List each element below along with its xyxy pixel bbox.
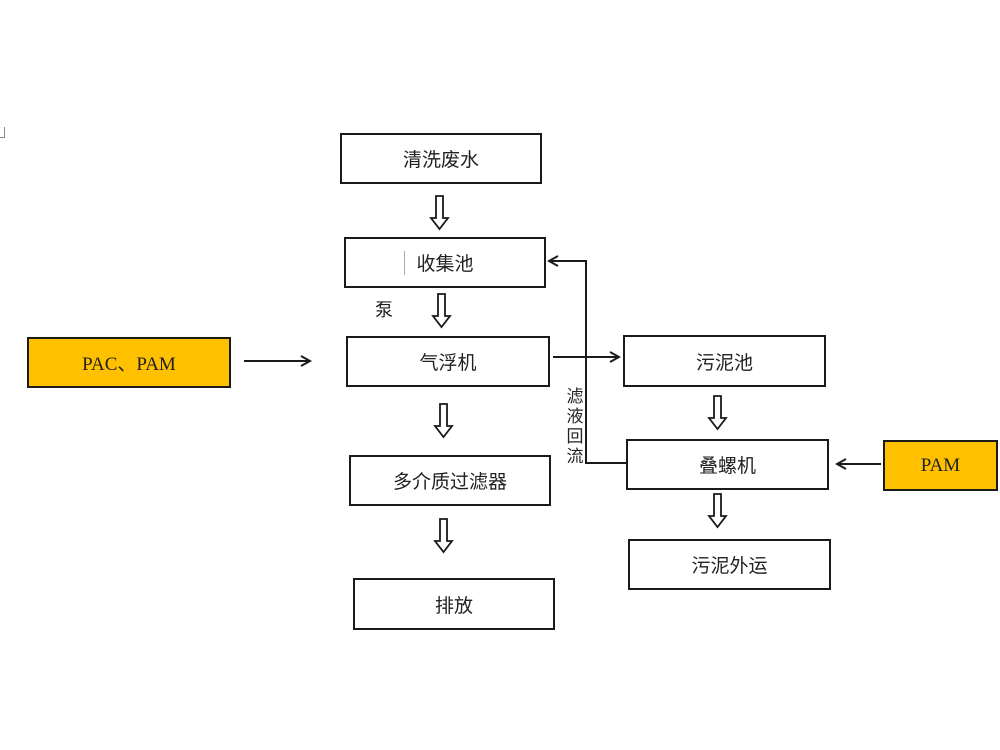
box-reagent-pac-pam: PAC、PAM [27,337,231,388]
box-sludge-tank-label: 污泥池 [695,351,753,374]
box-collection-tank-label: 收集池 [416,253,474,275]
box-sludge-tank: 污泥池 [623,335,826,387]
pump-label: 泵 [375,300,393,321]
corner-mark [0,127,5,138]
arrow-collection-to-flotation [431,293,452,329]
arrow-flotation-to-filter [433,403,454,439]
box-screw-press-label: 叠螺机 [698,455,756,477]
box-multimedia-filter-label: 多介质过滤器 [392,471,507,493]
box-wastewater: 清洗废水 [340,133,542,184]
box-sludge-transport-label: 污泥外运 [691,555,768,577]
box-collection-tank: 收集池 [344,237,546,288]
arrow-filtrate-return [549,261,626,464]
arrow-filter-to-discharge [433,518,454,554]
box-reagent-pam: PAM [883,440,998,491]
box-air-flotation-label: 气浮机 [419,352,477,374]
arrow-sludge-tank-to-press [707,395,728,431]
box-discharge-label: 排放 [434,594,473,617]
box-sludge-transport: 污泥外运 [628,539,831,590]
box-multimedia-filter: 多介质过滤器 [349,455,551,506]
box-reagent-pam-label: PAM [920,454,961,476]
box-reagent-pac-pam-label: PAC、PAM [82,354,176,375]
box-air-flotation: 气浮机 [346,336,550,387]
box-screw-press: 叠螺机 [626,439,829,490]
box-wastewater-label: 清洗废水 [402,149,479,171]
filtrate-return-label: 滤液回流 [566,387,584,467]
box-discharge: 排放 [353,578,555,630]
arrow-press-to-transport [707,493,728,529]
text-cursor [404,251,405,275]
arrow-wastewater-to-collection [429,195,450,231]
